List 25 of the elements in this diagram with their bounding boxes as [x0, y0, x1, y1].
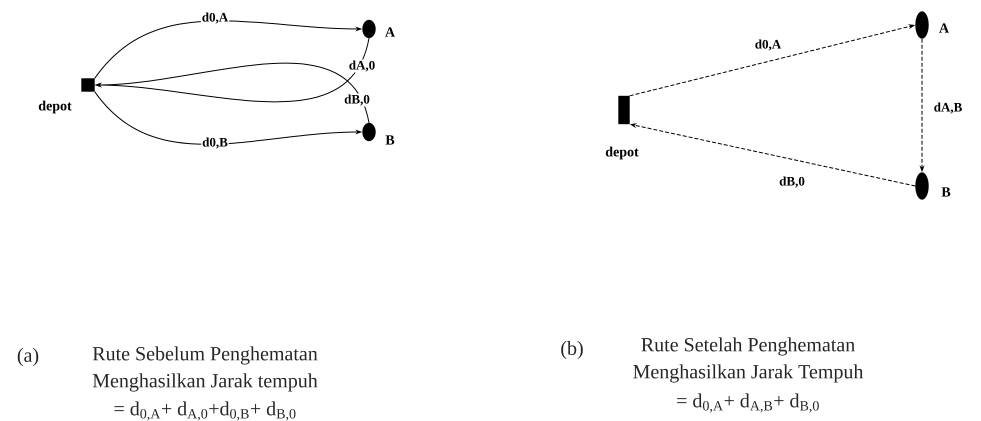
- edge-label: dB,0: [778, 175, 806, 189]
- depot-square: depot: [38, 78, 95, 114]
- depot-square: depot: [606, 96, 639, 160]
- stop-node: B: [915, 172, 950, 200]
- stop-node: A: [362, 20, 395, 38]
- distance-formula: = d$_{0,A}$+ d$_{A,0}$+d$_{0,B}$+ d$_{B,0}$: [114, 401, 296, 421]
- node-label: B: [386, 135, 394, 145]
- edge-label: dB,0: [343, 93, 371, 107]
- node-label: A: [939, 23, 949, 33]
- caption-text: Rute Sebelum Penghematan Menghasilkan Jarak tempuh: [92, 346, 318, 392]
- panel-label: (b): [561, 340, 583, 360]
- node-label: depot: [38, 100, 72, 114]
- stop-node: A: [915, 11, 949, 39]
- edge-label: d0,A: [200, 11, 230, 25]
- node-label: B: [942, 187, 950, 197]
- edge-label: d0,B: [201, 136, 229, 150]
- node-label: A: [385, 27, 395, 37]
- edge-label: dA,B: [932, 101, 964, 115]
- panel-label: (a): [18, 348, 38, 366]
- node-label: depot: [606, 146, 639, 160]
- stop-node: B: [362, 122, 394, 145]
- edge-label: d0,A: [754, 38, 782, 52]
- distance-formula: = d$_{0,A}$+ d$_{A,B}$+ d$_{B,0}$: [677, 393, 819, 413]
- edge-label: dA,0: [348, 59, 376, 73]
- caption-text: Rute Setelah Penghematan Menghasilkan Jarak Tempuh: [633, 337, 864, 383]
